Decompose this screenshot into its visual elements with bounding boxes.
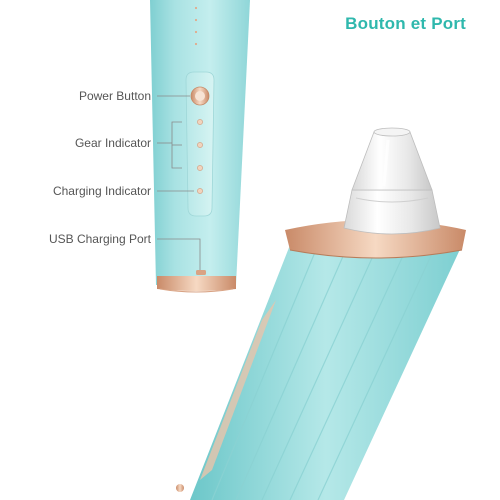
- gear-indicator-label: Gear Indicator: [74, 136, 151, 150]
- usb-charging-port-label: USB Charging Port: [48, 232, 151, 246]
- charging-indicator-icon: [197, 188, 203, 194]
- page-title: Bouton et Port: [345, 14, 466, 33]
- usb-port-icon: [196, 270, 206, 275]
- power-button-icon: [190, 86, 210, 106]
- glass-nozzle: [343, 127, 441, 235]
- leader-lines: [157, 95, 201, 270]
- gear-indicator-icon: [197, 119, 203, 171]
- charging-indicator-label: Charging Indicator: [52, 184, 151, 198]
- power-button-label: Power Button: [78, 89, 151, 103]
- side-highlight: [200, 300, 276, 480]
- side-button-icon: [176, 484, 184, 492]
